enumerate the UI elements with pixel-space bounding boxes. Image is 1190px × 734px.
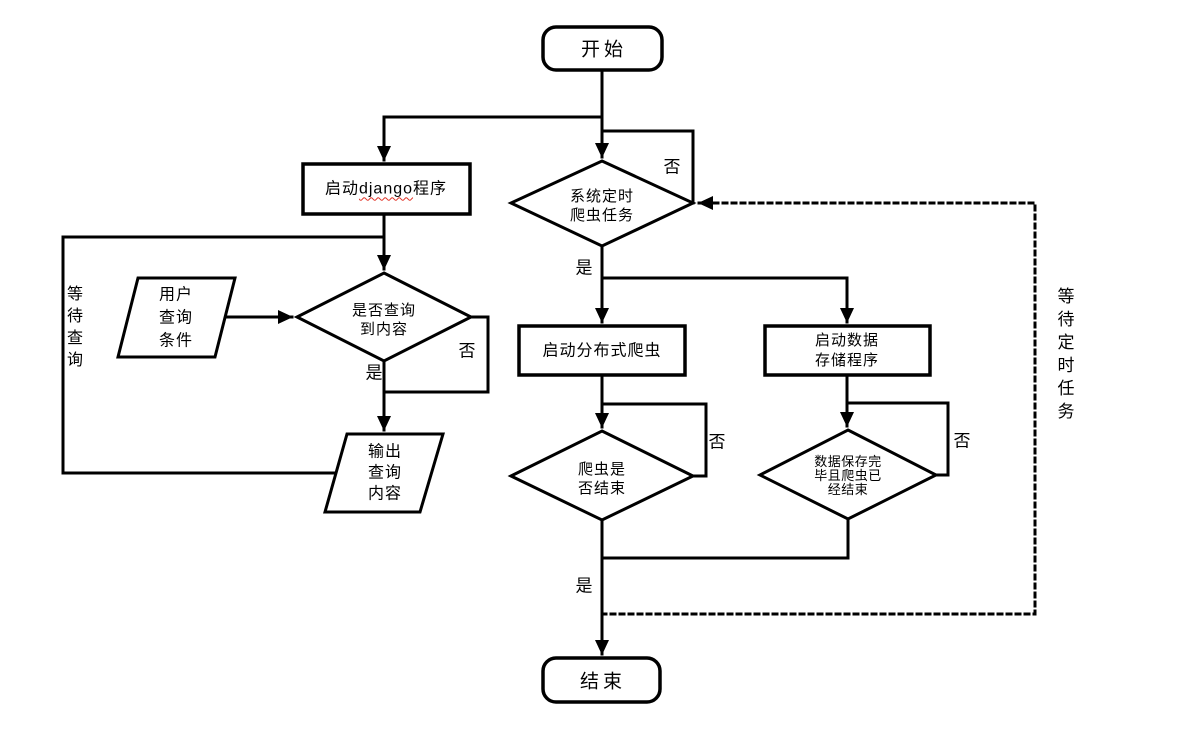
start-node-label: 开始 bbox=[580, 39, 628, 61]
edge-wait-query-loop bbox=[61, 235, 385, 475]
system-timer-node-label: 系统定时 爬虫任务 bbox=[569, 188, 635, 224]
user-query-node-label: 用户 查询 条件 bbox=[158, 286, 194, 350]
django-label-word: django bbox=[358, 180, 414, 198]
query-found-node-label: 是否查询 到内容 bbox=[351, 302, 417, 338]
saved-no-label: 否 bbox=[953, 431, 971, 451]
django-node-label: 启动django程序 bbox=[325, 179, 447, 200]
edge-system-no-loop bbox=[602, 129, 695, 205]
distributed-process-shape bbox=[517, 324, 687, 377]
system-yes-label: 是 bbox=[575, 258, 593, 278]
edge-saved-no-loop bbox=[848, 401, 950, 477]
edge-wait-timer-loop bbox=[600, 196, 1037, 616]
edge-start-split bbox=[382, 68, 604, 119]
end-terminator-shape bbox=[541, 656, 662, 704]
storage-node-label: 启动数据 存储程序 bbox=[814, 332, 880, 369]
data-saved-decision-shape bbox=[756, 428, 940, 521]
merge-yes-label: 是 bbox=[575, 576, 593, 596]
system-no-label: 否 bbox=[663, 157, 681, 177]
edge-branch-to-storage bbox=[600, 276, 854, 324]
query-no-label: 否 bbox=[458, 341, 476, 361]
storage-process-shape bbox=[763, 324, 932, 377]
output-io-shape bbox=[323, 432, 446, 514]
query-yes-label: 是 bbox=[365, 363, 383, 383]
crawler-end-node-label: 爬虫是 否结束 bbox=[577, 461, 627, 497]
distributed-node-label: 启动分布式爬虫 bbox=[542, 342, 662, 360]
wait-timer-caption: 等待定时任务 bbox=[1054, 287, 1074, 425]
output-node-label: 输出 查询 内容 bbox=[367, 443, 403, 503]
edge-crawler-no-loop bbox=[602, 402, 708, 478]
system-timer-decision-shape bbox=[507, 159, 697, 248]
end-node-label: 结束 bbox=[579, 671, 627, 693]
edge-saved-yes-merge bbox=[602, 517, 850, 560]
django-process-shape bbox=[301, 162, 472, 216]
crawler-end-decision-shape bbox=[507, 429, 697, 522]
query-found-decision-shape bbox=[293, 271, 475, 363]
data-saved-node-label: 数据保存完 毕且爬虫已 经结束 bbox=[814, 454, 882, 497]
start-terminator-shape bbox=[541, 25, 664, 72]
crawler-no-label: 否 bbox=[708, 432, 726, 452]
user-query-io-shape bbox=[116, 276, 237, 359]
django-label-post: 程序 bbox=[413, 180, 448, 198]
wait-query-caption: 等待查询 bbox=[64, 285, 81, 373]
django-label-pre: 启动 bbox=[324, 180, 359, 198]
edge-query-no-loop bbox=[384, 315, 490, 394]
